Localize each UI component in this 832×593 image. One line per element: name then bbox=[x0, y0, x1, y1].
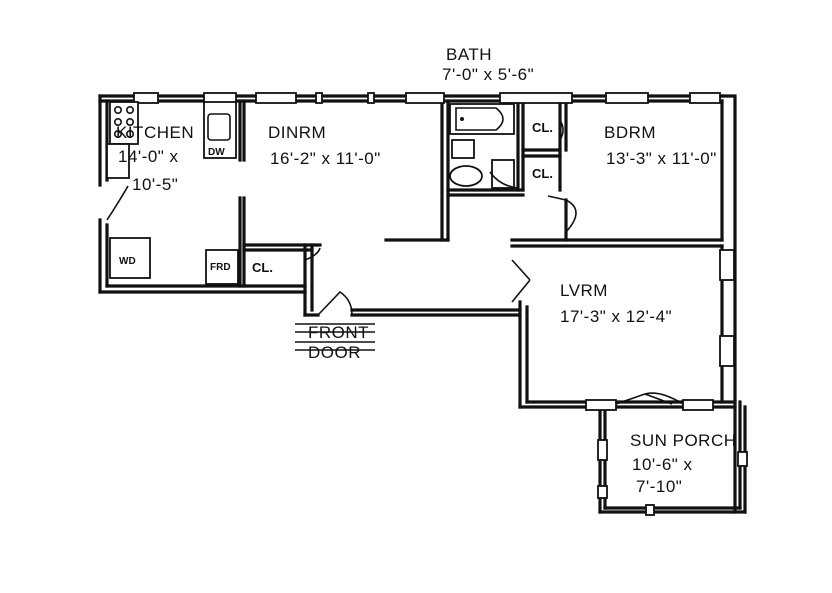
bdrm-closet-door-1 bbox=[559, 119, 564, 141]
room-labels: BATH 7'-0" x 5'-6" KITCHEN 14'-0" x 10'-… bbox=[116, 45, 737, 496]
sunporch-door-swing bbox=[615, 392, 684, 405]
dinrm-name: DINRM bbox=[268, 123, 326, 142]
washer-dryer-icon bbox=[109, 237, 151, 279]
stove-icon bbox=[109, 101, 139, 145]
front-door-swing bbox=[317, 290, 353, 316]
front-door-label-1: FRONT bbox=[308, 323, 369, 342]
lvrm-name: LVRM bbox=[560, 281, 608, 300]
front-door-label-2: DOOR bbox=[308, 343, 361, 362]
dishwasher-label: DW bbox=[208, 147, 225, 158]
front-door-hatch bbox=[295, 323, 375, 351]
bdrm-door-swing bbox=[547, 195, 577, 233]
closet-door-swing bbox=[304, 247, 321, 261]
bdrm-closet-label-2: CL. bbox=[532, 166, 553, 181]
bath-door-swing bbox=[489, 171, 519, 189]
kitchen-name: KITCHEN bbox=[116, 123, 194, 142]
washer-dryer-label: WD bbox=[119, 256, 136, 267]
toilet-icon bbox=[449, 139, 483, 187]
fridge-icon bbox=[205, 249, 239, 285]
sink-icon bbox=[203, 101, 237, 159]
sunporch-dims-2: 7'-10" bbox=[636, 477, 682, 496]
sunporch-dims-1: 10'-6" x bbox=[632, 455, 693, 474]
windows bbox=[133, 92, 748, 516]
bath-dims: 7'-0" x 5'-6" bbox=[442, 65, 534, 84]
living-opening bbox=[511, 259, 531, 303]
dining-closet-label: CL. bbox=[252, 260, 273, 275]
kitchen-dims-1: 14'-0" x bbox=[118, 147, 179, 166]
fridge-label: FRD bbox=[210, 262, 231, 273]
bdrm-closet-label-1: CL. bbox=[532, 120, 553, 135]
bathtub-icon bbox=[449, 103, 515, 135]
counter-left bbox=[106, 143, 130, 179]
kitchen-fixtures: DW WD FRD bbox=[106, 101, 239, 285]
bath-fixtures bbox=[449, 103, 519, 189]
sunporch-name: SUN PORCH bbox=[630, 431, 737, 450]
lvrm-dims: 17'-3" x 12'-4" bbox=[560, 307, 672, 326]
bath-name: BATH bbox=[446, 45, 492, 64]
bdrm-dims: 13'-3" x 11'-0" bbox=[606, 149, 717, 168]
kitchen-dims-2: 10'-5" bbox=[132, 175, 178, 194]
dinrm-dims: 16'-2" x 11'-0" bbox=[270, 149, 381, 168]
doors bbox=[304, 119, 684, 405]
kitchen-door-swing bbox=[106, 185, 129, 221]
bdrm-name: BDRM bbox=[604, 123, 656, 142]
